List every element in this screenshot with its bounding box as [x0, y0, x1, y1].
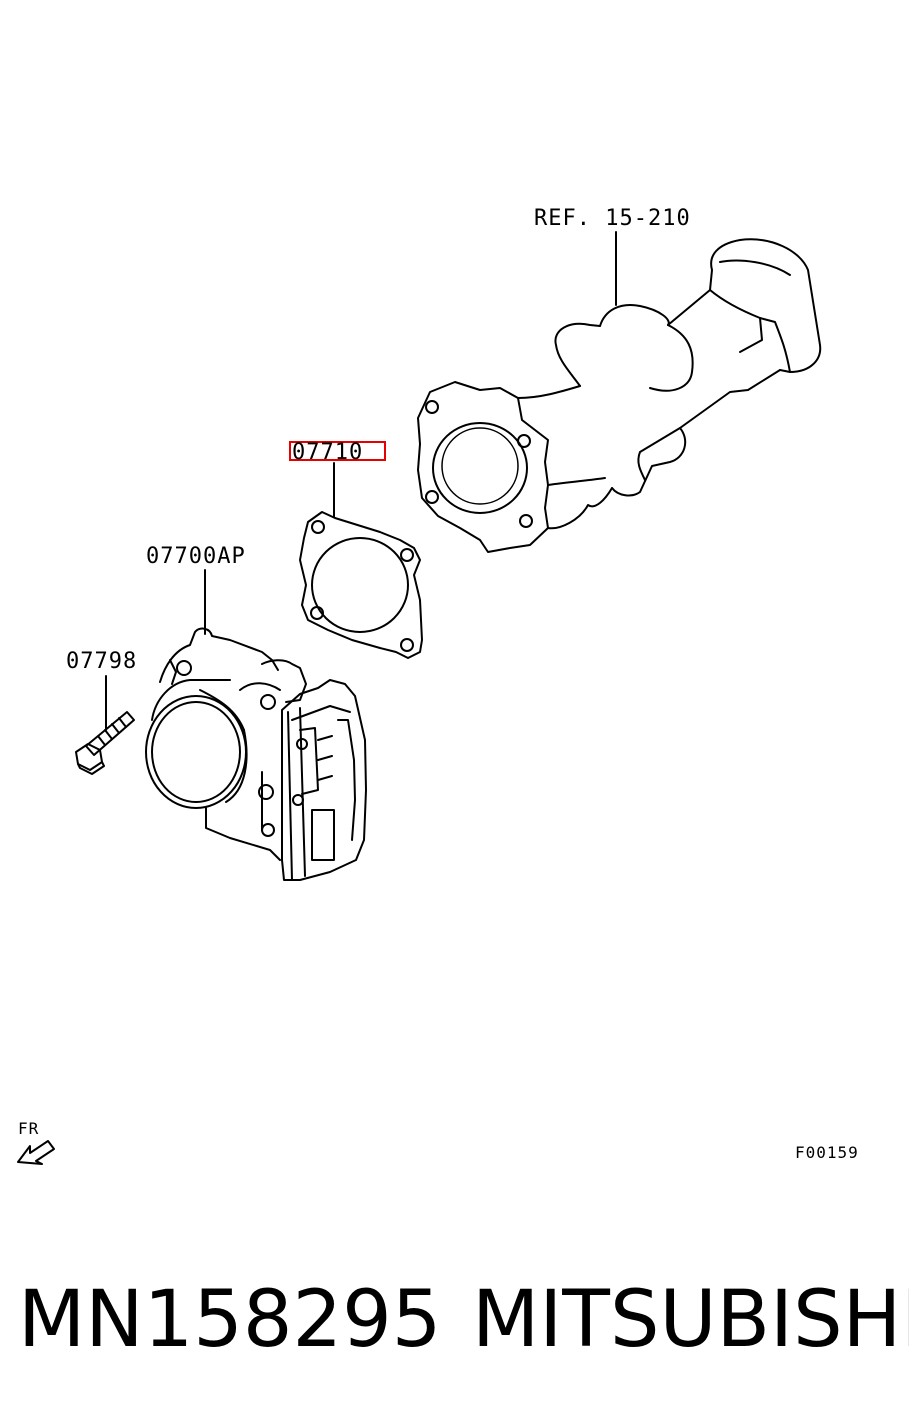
gasket-label-highlight [289, 441, 386, 461]
intake-manifold [417, 238, 822, 553]
bolt [75, 711, 135, 775]
throttle-body-gasket [299, 511, 423, 659]
front-direction-arrow-icon [17, 1140, 55, 1165]
throttle-body-label: 07700AP [146, 544, 246, 569]
part-footer: MN158295 MITSUBISHI [0, 1270, 909, 1370]
bolt-label: 07798 [66, 649, 137, 674]
front-indicator-label: FR [18, 1119, 39, 1138]
ref-label: REF. 15-210 [534, 206, 691, 231]
part-number: MN158295 [18, 1275, 442, 1365]
throttle-body [145, 627, 367, 881]
brand-name: MITSUBISHI [472, 1275, 909, 1365]
gasket-label: 07710 [292, 440, 363, 465]
figure-code: F00159 [795, 1143, 859, 1162]
